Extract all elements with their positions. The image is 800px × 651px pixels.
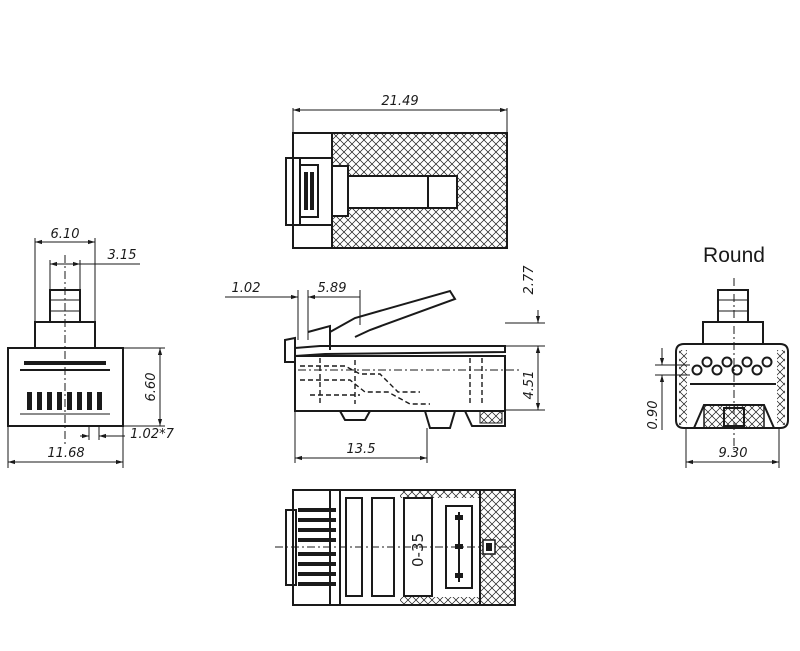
round-view-title: Round	[703, 244, 765, 267]
dim-round-pin: 0.90	[646, 401, 661, 430]
side-view: 1.02 5.89 2.77 4.51 13.5	[225, 265, 545, 463]
bottom-contact-blades	[298, 508, 336, 586]
dim-front-height: 6.60	[144, 373, 159, 402]
dim-side-latch-len: 5.89	[318, 281, 347, 296]
dim-side-latch-offset: 1.02	[232, 281, 261, 296]
dim-side-body-height: 4.51	[522, 371, 537, 400]
dim-front-width: 11.68	[47, 446, 84, 461]
bottom-view: 0-35	[275, 489, 516, 606]
dim-round-width: 9.30	[719, 446, 748, 461]
dim-front-width-top: 6.10	[51, 227, 80, 242]
dim-front-pitch: 1.02*7	[130, 427, 174, 442]
round-contact-circles	[691, 356, 773, 376]
bottom-label: 0-35	[409, 533, 427, 567]
dim-side-length: 13.5	[347, 442, 376, 457]
dim-top-width: 21.49	[381, 94, 418, 109]
top-view: 21.49	[285, 94, 508, 249]
front-view: 6.10 3.15 6.60 1.	[7, 227, 175, 468]
dim-front-tab: 3.15	[108, 248, 137, 263]
dim-side-latch-height: 2.77	[522, 265, 537, 295]
front-contact-pins	[27, 392, 102, 410]
round-view: Round 0.90 9.30	[646, 244, 789, 468]
